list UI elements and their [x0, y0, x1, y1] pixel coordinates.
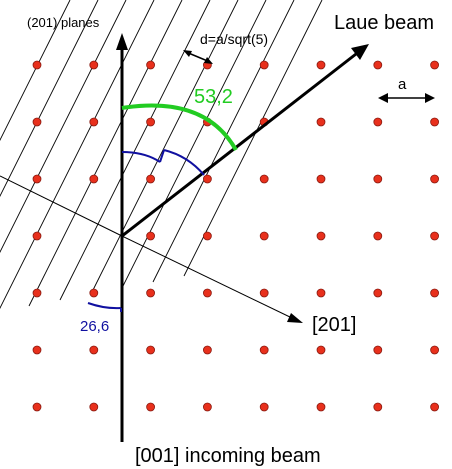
lattice-point	[259, 231, 269, 241]
lattice-point	[373, 231, 383, 241]
lattice-point	[259, 174, 269, 184]
lattice-point	[373, 174, 383, 184]
incoming-beam-label: [001] incoming beam	[135, 445, 321, 467]
lattice-point	[202, 345, 212, 355]
lattice-point	[373, 288, 383, 298]
lattice-point	[146, 288, 156, 298]
lattice-point	[316, 231, 326, 241]
lattice-point	[373, 402, 383, 412]
lattice-point	[89, 345, 99, 355]
lattice-point	[316, 60, 326, 70]
two-theta-angle-arc	[121, 103, 238, 151]
lattice-point	[373, 60, 383, 70]
lattice-point	[430, 231, 440, 241]
lattice-point	[430, 60, 440, 70]
lattice-point	[316, 174, 326, 184]
lattice-plane-line	[0, 0, 127, 254]
lattice-point	[89, 117, 99, 127]
lattice-point	[32, 117, 42, 127]
theta-tick-1	[159, 149, 165, 163]
theta-angle-arc-2	[163, 149, 205, 176]
plane-normal-line	[0, 175, 123, 237]
lattice-point	[259, 345, 269, 355]
lattice-point	[259, 402, 269, 412]
lattice-point	[202, 402, 212, 412]
lattice-point	[32, 231, 42, 241]
lattice-points	[32, 60, 440, 412]
lattice-point	[89, 174, 99, 184]
laue-beam-line	[121, 52, 357, 238]
lattice-point	[146, 345, 156, 355]
lattice-point	[202, 288, 212, 298]
lattice-point	[430, 174, 440, 184]
lattice-point	[89, 60, 99, 70]
lattice-point	[89, 288, 99, 298]
lattice-point	[89, 402, 99, 412]
lattice-constant-arrowhead-left	[378, 93, 388, 103]
lattice-point	[146, 60, 156, 70]
lattice-point	[146, 174, 156, 184]
lattice-constant-label: a	[398, 76, 407, 93]
spacing-arrowhead-right	[204, 57, 213, 64]
lattice-point	[373, 345, 383, 355]
lattice-planes-201	[0, 0, 323, 310]
planes-label: (201) planes	[27, 15, 100, 30]
laue-beam-label: Laue beam	[334, 12, 434, 34]
lattice-point	[373, 117, 383, 127]
two-theta-angle-label: 53,2	[194, 86, 233, 108]
lattice-point	[146, 231, 156, 241]
lattice-point	[146, 402, 156, 412]
lattice-point	[32, 174, 42, 184]
lattice-plane-line	[121, 0, 267, 289]
spacing-arrowhead-left	[183, 50, 192, 57]
direction-201-arrowhead	[287, 313, 303, 323]
lattice-point	[146, 117, 156, 127]
lattice-point	[430, 288, 440, 298]
laue-beam-arrowhead	[351, 44, 369, 60]
lattice-point	[32, 402, 42, 412]
lattice-plane-line	[28, 0, 183, 307]
incoming-beam-arrowhead	[116, 33, 128, 50]
lattice-point	[316, 345, 326, 355]
lattice-point	[430, 345, 440, 355]
lattice-plane-line	[152, 0, 295, 283]
theta-angle-arc-3	[87, 302, 122, 310]
lattice-point	[32, 345, 42, 355]
lattice-point	[316, 288, 326, 298]
lattice-plane-line	[0, 0, 99, 198]
spacing-label: d=a/sqrt(5)	[200, 31, 268, 47]
lattice-point	[430, 117, 440, 127]
direction-201-label: [201]	[312, 314, 356, 336]
lattice-point	[202, 174, 212, 184]
lattice-plane-line	[0, 0, 71, 142]
theta-angle-label: 26,6	[80, 318, 109, 335]
lattice-point	[202, 231, 212, 241]
lattice-point	[259, 288, 269, 298]
lattice-plane-line	[183, 0, 323, 277]
lattice-point	[430, 402, 440, 412]
lattice-plane-line	[59, 0, 211, 301]
lattice-plane-line	[0, 0, 155, 310]
lattice-point	[32, 288, 42, 298]
direction-201-arrow	[121, 235, 293, 319]
lattice-point	[316, 117, 326, 127]
lattice-point	[316, 402, 326, 412]
lattice-constant-arrowhead-right	[425, 93, 435, 103]
lattice-point	[259, 60, 269, 70]
theta-angle-arc-1	[121, 151, 161, 163]
lattice-point	[32, 60, 42, 70]
lattice-plane-line	[90, 0, 239, 295]
